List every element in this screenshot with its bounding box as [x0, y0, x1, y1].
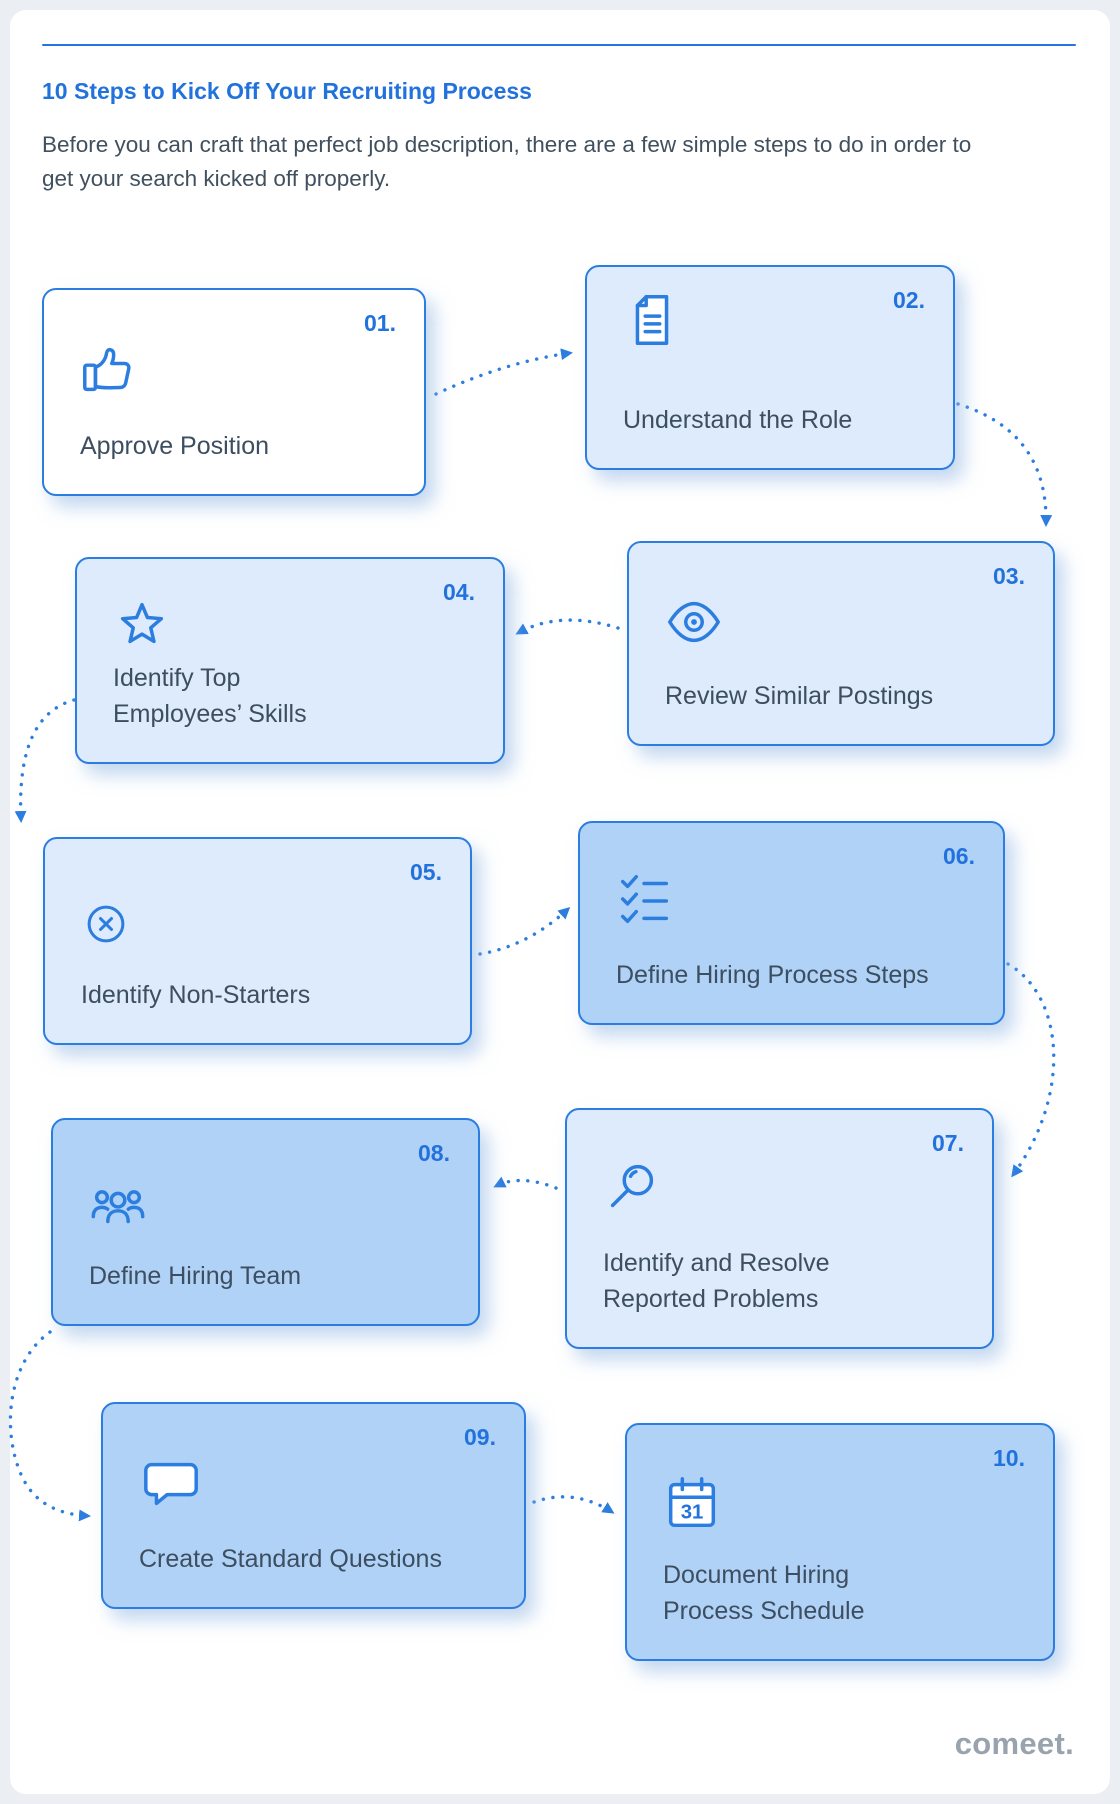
step-card-05-identify-non-starters: 05. Identify Non-Starters — [43, 837, 472, 1045]
brand-logo: comeet. — [954, 1726, 1074, 1761]
page-title: 10 Steps to Kick Off Your Recruiting Pro… — [42, 78, 532, 104]
step-number: 08. — [418, 1140, 450, 1166]
step-number: 03. — [993, 563, 1025, 589]
magnifier-icon — [601, 1156, 663, 1218]
svg-text:31: 31 — [681, 1502, 704, 1524]
speech-bubble-icon — [137, 1452, 205, 1514]
document-icon — [621, 289, 683, 351]
step-number: 05. — [410, 859, 442, 885]
step-card-03-review-similar-postings: 03. Review Similar Postings — [627, 541, 1055, 746]
thumbs-up-icon — [78, 340, 140, 402]
team-icon — [87, 1174, 149, 1236]
step-label: Define Hiring Process Steps — [616, 960, 929, 989]
checklist-icon — [614, 869, 676, 931]
step-card-02-understand-the-role: 02. Understand the Role — [585, 265, 955, 470]
step-card-07-identify-and-resolve-reported-problems: 07. Identify and Resolve Reported Proble… — [565, 1108, 994, 1349]
step-number: 07. — [932, 1130, 964, 1156]
step-label: Approve Position — [80, 431, 270, 460]
step-card-08-define-hiring-team: 08. Define Hiring Team — [51, 1118, 480, 1326]
step-number: 04. — [443, 579, 475, 605]
step-card-04-identify-top-employees-skills: 04. Identify Top Employees’ Skills — [75, 557, 505, 764]
step-label: Identify Non-Starters — [81, 980, 311, 1009]
step-number: 06. — [943, 843, 975, 869]
step-card-06-define-hiring-process-steps: 06. Define Hiring Process Steps — [578, 821, 1005, 1025]
step-label: Identify and Resolve Reported Problems — [603, 1249, 830, 1313]
step-number: 10. — [993, 1445, 1025, 1471]
eye-icon — [663, 591, 725, 653]
step-number: 02. — [893, 287, 925, 313]
step-label: Understand the Role — [623, 405, 853, 434]
calendar-icon: 31 — [661, 1473, 723, 1535]
step-card-01-approve-position: 01. Approve Position — [42, 288, 426, 496]
x-circle-icon — [79, 897, 133, 951]
page-subtitle: Before you can craft that perfect job de… — [42, 132, 972, 191]
step-card-09-create-standard-questions: 09. Create Standard Questions — [101, 1402, 526, 1609]
step-label: Create Standard Questions — [139, 1544, 442, 1573]
step-label: Review Similar Postings — [665, 681, 934, 710]
star-icon — [111, 593, 173, 655]
step-label: Document Hiring Process Schedule — [663, 1561, 865, 1625]
step-card-10-document-hiring-process-schedule: 10. 31 Document Hiring Process Schedule — [625, 1423, 1055, 1661]
step-label: Define Hiring Team — [89, 1261, 302, 1290]
step-label: Identify Top Employees’ Skills — [113, 664, 307, 728]
top-divider — [42, 44, 1076, 46]
step-number: 01. — [364, 310, 396, 336]
step-number: 09. — [464, 1424, 496, 1450]
